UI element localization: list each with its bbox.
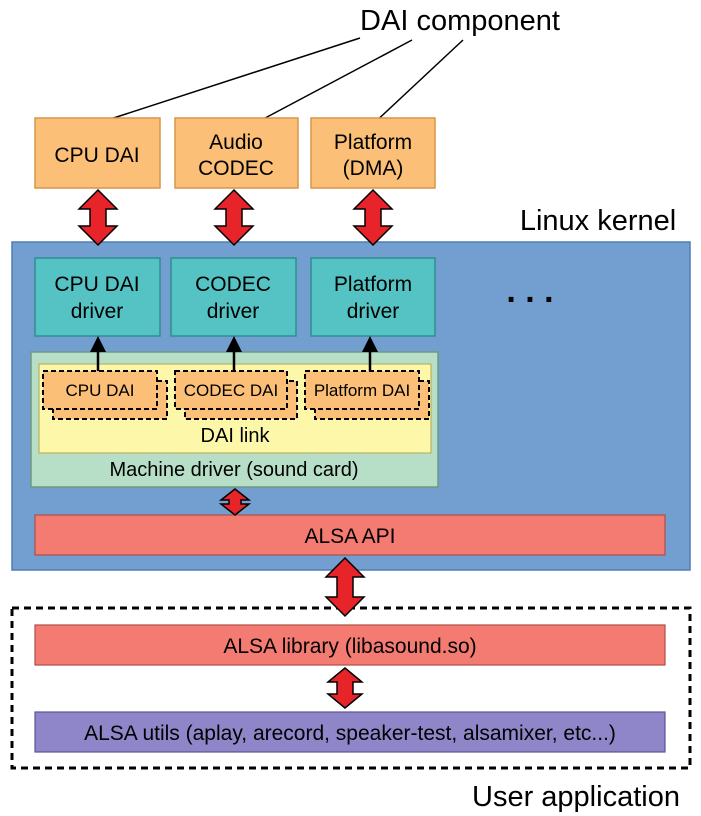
double-arrow-library-to-utils (325, 667, 365, 709)
alsa-library-box (34, 624, 666, 666)
double-arrow-codec (213, 188, 255, 247)
link-platform-dai-label: Platform DAI (314, 381, 410, 400)
linux-kernel-label: Linux kernel (520, 205, 676, 237)
pointer-line-platform (371, 39, 464, 126)
codec-driver-label-line1: CODEC (195, 273, 271, 296)
link-platform-dai-item: Platform DAI (304, 370, 430, 420)
double-arrow-machine-to-api (218, 488, 252, 516)
user-application-label: User application (472, 781, 680, 813)
double-arrow-cpu-dai (77, 188, 119, 247)
audio-codec-component-box: Audio CODEC (174, 117, 299, 189)
alsa-utils-label: ALSA utils (aplay, arecord, speaker-test… (84, 722, 616, 745)
arrow-cpu-dai-to-driver (90, 336, 106, 371)
link-codec-dai-item: CODEC DAI (174, 370, 298, 420)
pointer-line-audio-codec (251, 39, 413, 126)
codec-driver-label-line2: driver (207, 300, 260, 323)
platform-dma-label-line1: Platform (334, 131, 412, 154)
dai-link-label: DAI link (201, 425, 271, 447)
link-cpu-dai-label: CPU DAI (66, 381, 135, 400)
cpu-dai-driver-label-line2: driver (71, 300, 124, 323)
cpu-dai-driver-label-line1: CPU DAI (54, 273, 139, 296)
platform-dma-component-box: Platform (DMA) (310, 117, 436, 189)
audio-codec-label-line1: Audio (209, 131, 263, 154)
link-cpu-dai-item: CPU DAI (42, 370, 168, 420)
alsa-library-label: ALSA library (libasound.so) (223, 635, 476, 658)
pointer-line-cpu-dai (91, 37, 361, 126)
audio-codec-label-line2: CODEC (198, 157, 274, 180)
platform-driver-label-line1: Platform (334, 273, 412, 296)
platform-driver-box: Platform driver (310, 257, 436, 337)
arrow-platform-dai-to-driver (362, 336, 378, 371)
dai-component-title: DAI component (360, 5, 560, 37)
arrow-codec-dai-to-driver (226, 336, 242, 371)
alsa-api-label: ALSA API (304, 525, 395, 548)
platform-dma-label-line2: (DMA) (343, 157, 404, 180)
cpu-dai-component-label: CPU DAI (54, 144, 139, 167)
cpu-dai-driver-box: CPU DAI driver (34, 257, 161, 337)
platform-driver-label-line2: driver (347, 300, 400, 323)
alsa-utils-box (34, 711, 666, 753)
more-drivers-ellipsis: . . . (506, 272, 553, 310)
double-arrow-platform (352, 188, 394, 247)
codec-driver-box: CODEC driver (170, 257, 297, 337)
cpu-dai-component-box: CPU DAI (34, 117, 161, 189)
double-arrow-api-to-library (324, 556, 366, 618)
machine-driver-label: Machine driver (sound card) (110, 459, 359, 481)
link-codec-dai-label: CODEC DAI (184, 381, 278, 400)
alsa-api-box (34, 514, 666, 556)
